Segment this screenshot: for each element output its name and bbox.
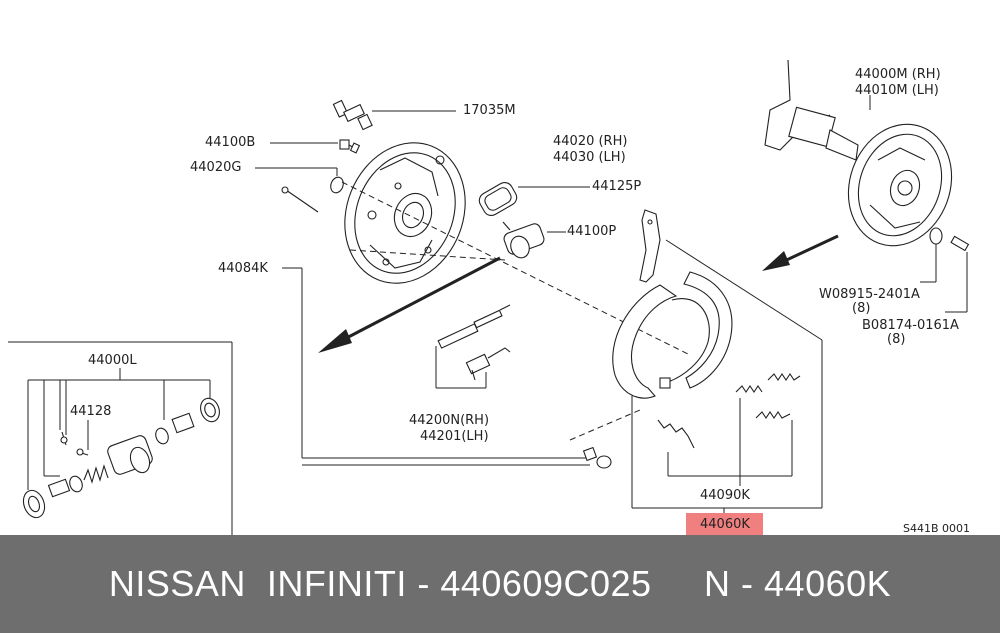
label-44000L: 44000L	[88, 353, 137, 368]
footer-bar: NISSAN INFINITI - 440609C025 N - 44060K	[0, 535, 1000, 633]
axle-assembly	[764, 59, 953, 247]
hold-down-pin	[281, 186, 590, 466]
brake-shoe-set	[612, 271, 823, 520]
assembly-arrow-left	[318, 256, 501, 353]
label-44200N-rh: 44200N(RH)	[409, 413, 490, 428]
label-44100B: 44100B	[205, 135, 256, 150]
label-44090K: 44090K	[700, 488, 750, 503]
label-44020-rh: 44020 (RH)	[553, 134, 628, 149]
label-b-qty: (8)	[887, 332, 906, 347]
footer-part-title: NISSAN INFINITI - 440609C025 N - 44060K	[108, 563, 892, 604]
label-w08915: W08915-2401A	[819, 287, 920, 302]
label-44084K: 44084K	[218, 261, 268, 276]
label-44201-lh: 44201(LH)	[420, 429, 489, 444]
retainer-parts	[582, 446, 612, 469]
label-44060K: 44060K	[700, 517, 750, 532]
bolt-44100B	[270, 139, 361, 154]
label-44125P: 44125P	[592, 179, 642, 194]
part-number-highlight	[686, 513, 763, 535]
label-44020G: 44020G	[190, 160, 242, 175]
return-springs	[657, 373, 801, 486]
seal-44125P	[478, 181, 590, 217]
bleeder-screw	[332, 99, 456, 131]
diagram-ref-code: S441B 0001	[903, 522, 971, 535]
label-w-qty: (8)	[852, 301, 871, 316]
label-44030-lh: 44030 (LH)	[553, 150, 626, 165]
adjuster-assembly	[435, 304, 511, 389]
label-17035M: 17035M	[463, 103, 516, 118]
washer-44020G	[255, 167, 344, 194]
exploded-parts-diagram: 17035M 44100B 44020G 44020 (RH) 44030 (L…	[8, 59, 971, 535]
parking-brake-lever	[639, 209, 823, 341]
label-44000M-rh: 44000M (RH)	[855, 67, 941, 82]
label-44100P: 44100P	[567, 224, 617, 239]
parts-drawing	[8, 59, 970, 535]
label-b08174: B08174-0161A	[862, 318, 959, 333]
wheel-cylinder-kit-inset	[8, 341, 233, 535]
wheel-cylinder-44100P	[502, 221, 566, 259]
assembly-arrow-right	[762, 234, 839, 271]
washer-and-bolt	[920, 227, 970, 313]
label-44128: 44128	[70, 404, 112, 419]
label-44010M-lh: 44010M (LH)	[855, 83, 939, 98]
